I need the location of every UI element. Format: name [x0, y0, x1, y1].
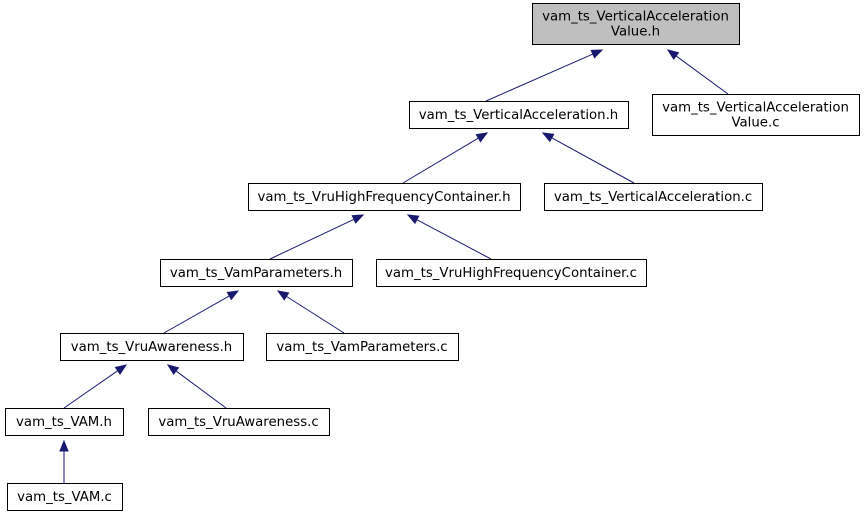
arrowhead-icon: [590, 49, 604, 59]
node-n11[interactable]: vam_ts_VAM.c: [7, 483, 123, 511]
edge-line: [269, 218, 355, 260]
node-label: vam_ts_VerticalAcceleration: [662, 101, 849, 116]
node-box[interactable]: [409, 101, 629, 129]
edges-layer: [59, 49, 729, 483]
arrowhead-icon: [406, 214, 420, 225]
node-n9[interactable]: vam_ts_VAM.h: [5, 408, 124, 436]
edge-n4-n1: [541, 132, 635, 184]
node-box[interactable]: [376, 259, 647, 287]
arrowhead-icon: [114, 364, 128, 375]
edge-n1-n0: [485, 49, 604, 102]
arrowhead-icon: [541, 132, 555, 143]
node-label: vam_ts_VerticalAcceleration.c: [554, 190, 752, 205]
edge-line: [402, 137, 479, 184]
edge-n7-n5: [163, 290, 240, 334]
edge-n9-n7: [63, 364, 128, 409]
node-label: vam_ts_VruAwareness.h: [71, 340, 232, 355]
arrowhead-icon: [351, 214, 365, 224]
edge-n6-n3: [406, 214, 492, 260]
node-n6[interactable]: vam_ts_VruHighFrequencyContainer.c: [376, 259, 647, 287]
node-box[interactable]: [148, 408, 330, 436]
node-box[interactable]: [160, 259, 353, 287]
edge-line: [63, 370, 119, 409]
node-label: vam_ts_VerticalAcceleration.h: [419, 108, 618, 123]
node-n10[interactable]: vam_ts_VruAwareness.c: [148, 408, 330, 436]
node-box[interactable]: [544, 183, 763, 211]
node-label: vam_ts_VAM.h: [16, 415, 112, 430]
node-box[interactable]: [5, 408, 124, 436]
node-n8[interactable]: vam_ts_VamParameters.c: [266, 333, 459, 361]
node-n3[interactable]: vam_ts_VruHighFrequencyContainer.h: [248, 183, 521, 211]
node-label: vam_ts_VamParameters.h: [170, 266, 342, 281]
edge-n11-n9: [59, 439, 69, 483]
edge-line: [416, 219, 492, 260]
node-box[interactable]: [60, 333, 244, 361]
node-n7[interactable]: vam_ts_VruAwareness.h: [60, 333, 244, 361]
root-node-box[interactable]: [532, 3, 740, 45]
edge-line: [163, 295, 230, 334]
node-label: vam_ts_VamParameters.c: [276, 340, 447, 355]
edge-line: [286, 295, 345, 334]
arrowhead-icon: [276, 290, 290, 301]
arrowhead-icon: [59, 439, 69, 452]
node-box[interactable]: [248, 183, 521, 211]
node-label: Value.c: [731, 116, 779, 131]
node-box[interactable]: [7, 483, 123, 511]
arrowhead-icon: [666, 49, 680, 61]
arrowhead-icon: [475, 132, 489, 143]
edge-n5-n3: [269, 214, 365, 260]
node-label: vam_ts_VruAwareness.c: [158, 415, 318, 430]
node-box[interactable]: [652, 94, 860, 136]
edge-line: [551, 137, 635, 184]
arrowhead-icon: [166, 364, 180, 376]
edge-line: [675, 55, 729, 95]
node-label: vam_ts_VruHighFrequencyContainer.c: [385, 266, 637, 281]
node-label: vam_ts_VruHighFrequencyContainer.h: [257, 190, 510, 205]
edge-n2-n0: [666, 49, 729, 95]
node-label: vam_ts_VAM.c: [17, 490, 112, 505]
node-box[interactable]: [266, 333, 459, 361]
edge-line: [485, 53, 594, 102]
edge-line: [175, 370, 227, 409]
arrowhead-icon: [226, 290, 240, 301]
edge-n10-n7: [166, 364, 227, 409]
node-label: vam_ts_VerticalAcceleration: [542, 10, 729, 25]
nodes-layer: vam_ts_VerticalAccelerationValue.hvam_ts…: [5, 3, 860, 511]
edge-n3-n1: [402, 132, 489, 184]
node-n5[interactable]: vam_ts_VamParameters.h: [160, 259, 353, 287]
node-n1[interactable]: vam_ts_VerticalAcceleration.h: [409, 101, 629, 129]
edge-n8-n5: [276, 290, 345, 334]
node-n4[interactable]: vam_ts_VerticalAcceleration.c: [544, 183, 763, 211]
node-label: Value.h: [611, 25, 660, 40]
